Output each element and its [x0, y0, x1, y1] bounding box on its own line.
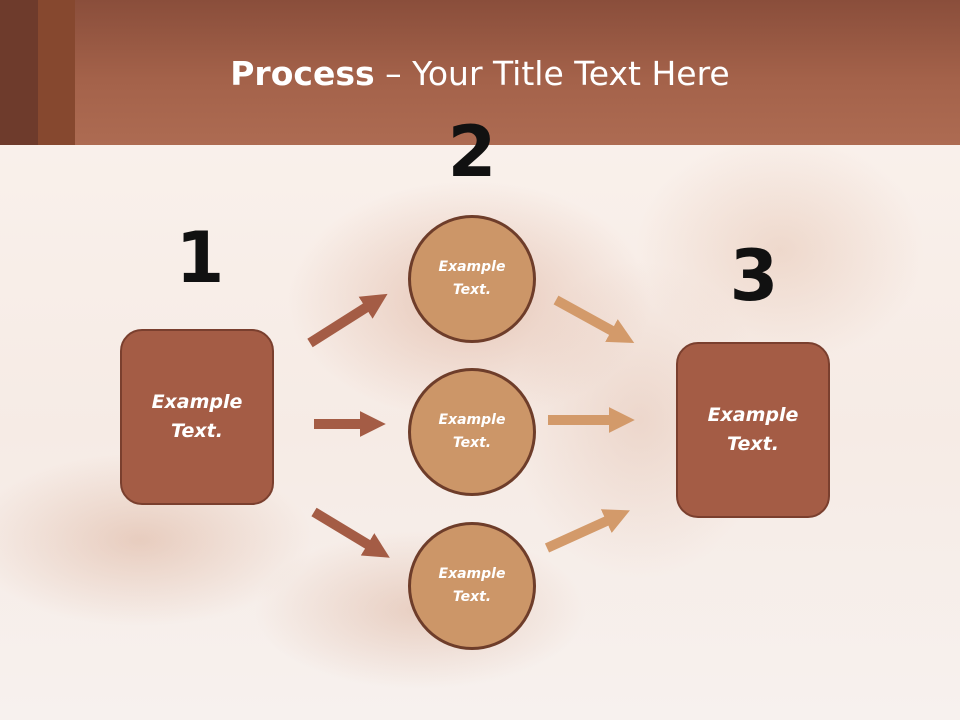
title-bold: Process [230, 54, 375, 93]
left-box: Example Text. [120, 329, 274, 505]
header-stripe [0, 0, 38, 145]
title-rest: – Your Title Text Here [374, 54, 730, 93]
slide-title: Process – Your Title Text Here [0, 52, 960, 96]
step-number-1: 1 [175, 217, 225, 299]
circle-top: Example Text. [408, 215, 536, 343]
right-box: Example Text. [676, 342, 830, 518]
header-band: Process – Your Title Text Here [0, 0, 960, 145]
arrow-bottom-to-right [544, 509, 630, 553]
circle-bottom: Example Text. [408, 522, 536, 650]
arrow-left-to-bottom [311, 507, 390, 558]
step-number-3: 3 [729, 235, 779, 317]
circle-middle: Example Text. [408, 368, 536, 496]
arrow-left-to-top [307, 293, 388, 348]
step-number-2: 2 [447, 111, 497, 193]
arrow-top-to-right [553, 295, 635, 344]
header-stripe [38, 0, 75, 145]
